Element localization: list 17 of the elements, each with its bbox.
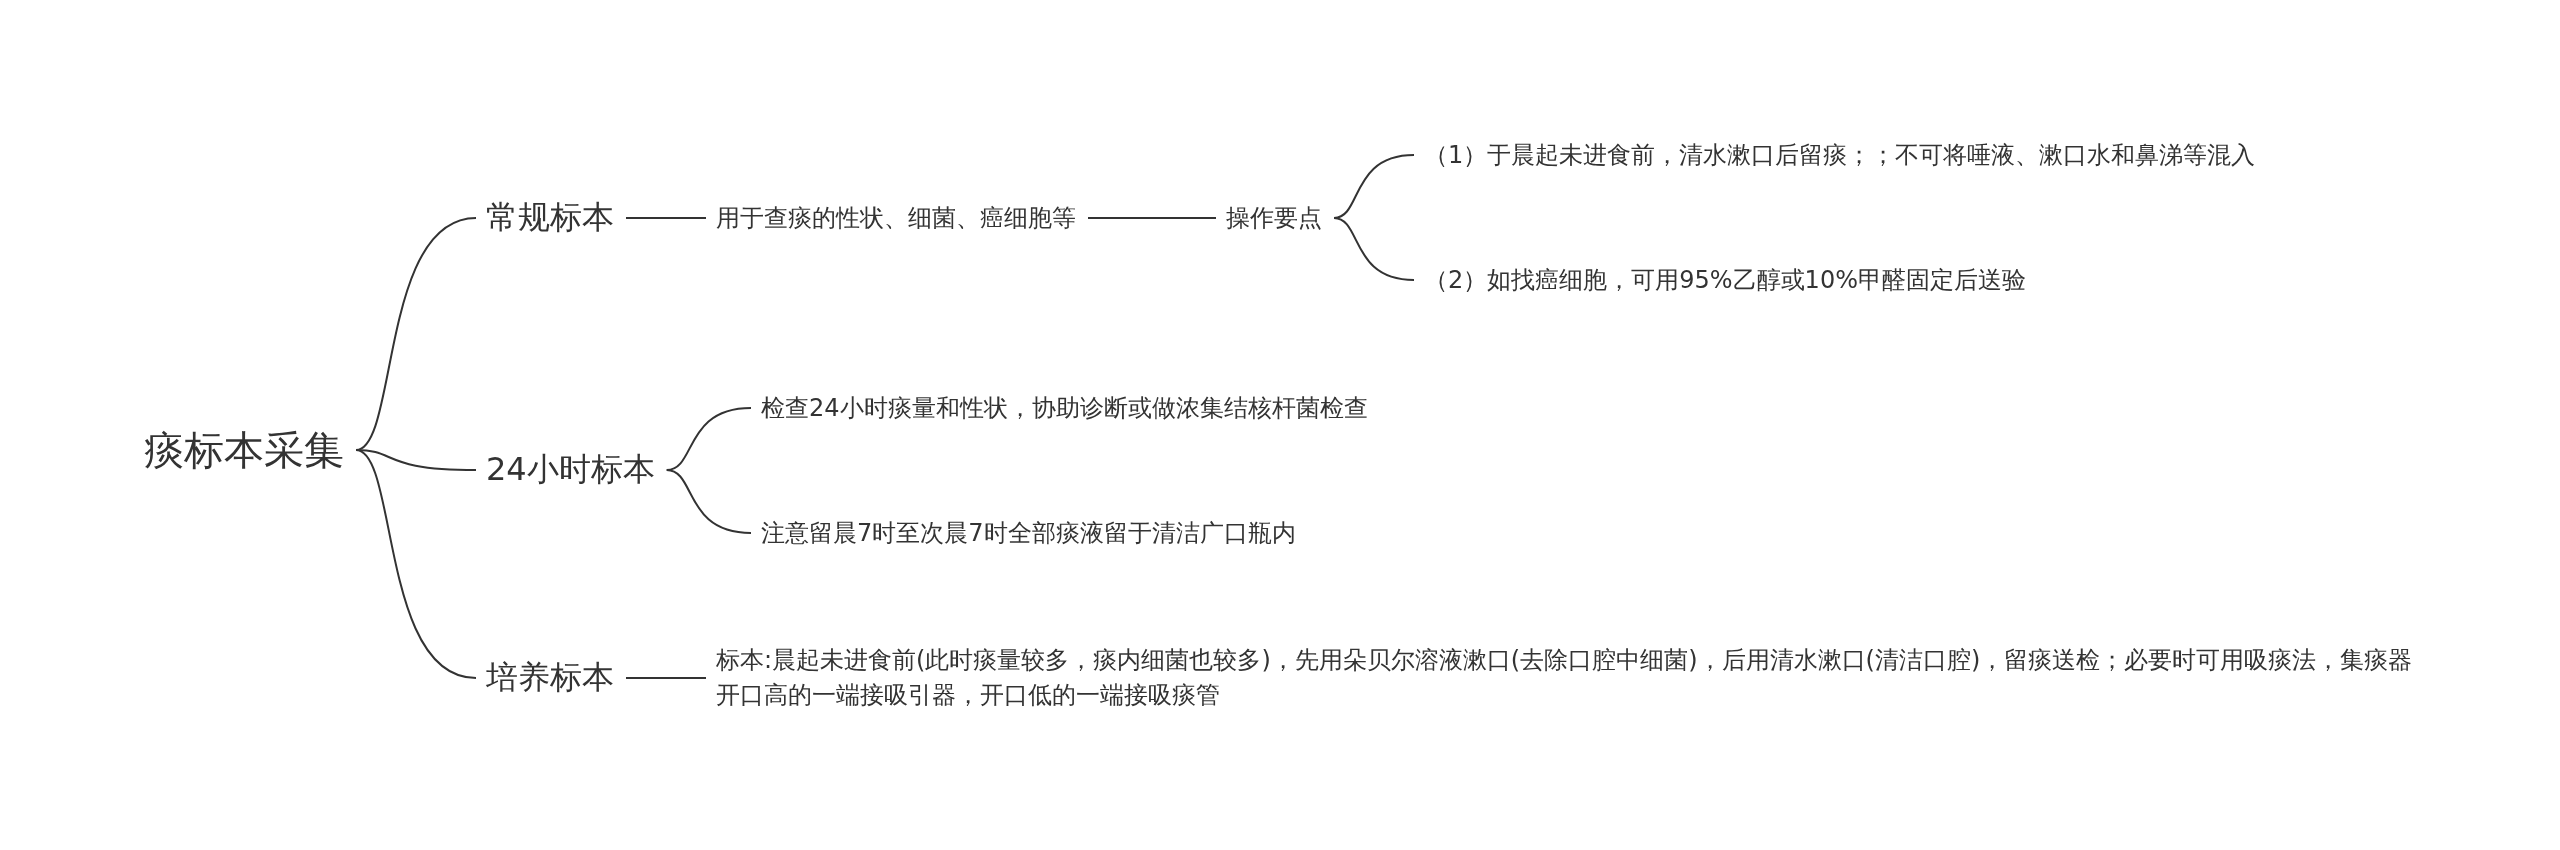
connector-line: [665, 469, 752, 534]
connector-line: [1087, 217, 1217, 219]
connector-line: [625, 217, 707, 219]
connector-line: [625, 677, 707, 679]
subtopic-text: 操作要点: [1226, 203, 1322, 234]
connector-line: [1333, 217, 1415, 281]
subtopic-text: 注意留晨7时至次晨7时全部痰液留于清洁广口瓶内: [761, 518, 1296, 549]
connector-line: [355, 449, 477, 679]
branch-topic-text: 24小时标本: [486, 449, 655, 490]
branch-topic-text: 培养标本: [486, 657, 614, 698]
subtopic-text: 用于查痰的性状、细菌、癌细胞等: [716, 203, 1076, 234]
subtopic-text: （1）于晨起未进食前，清水漱口后留痰；；不可将唾液、漱口水和鼻涕等混入: [1424, 140, 2256, 171]
subtopic-text: 检查24小时痰量和性状，协助诊断或做浓集结核杆菌检查: [761, 393, 1368, 424]
root-topic-text: 痰标本采集: [144, 425, 344, 475]
subtopic-text: （2）如找癌细胞，可用95%乙醇或10%甲醛固定后送验: [1424, 265, 2026, 296]
branch-topic-text: 常规标本: [486, 197, 614, 238]
subtopic-text: 标本:晨起未进食前(此时痰量较多，痰内细菌也较多)，先用朵贝尔溶液漱口(去除口腔中细菌)，后用清水漱口(清洁口腔)，留痰送检；必要时可用吸痰法，集痰器开口高的一端接吸引器，开口低的一端接吸痰管: [716, 645, 2414, 711]
